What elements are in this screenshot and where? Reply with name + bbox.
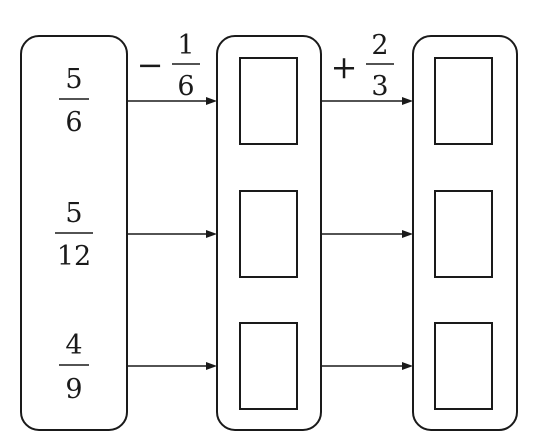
- input-fraction-3: 4 9: [59, 330, 89, 405]
- arrow-row-2-stage-2: [321, 230, 413, 238]
- input-fraction-2-numerator: 5: [65, 198, 82, 229]
- input-fraction-1-denominator: 6: [65, 107, 82, 138]
- answer-box-middle-2[interactable]: [239, 190, 298, 278]
- operation-1-numerator: 1: [177, 30, 194, 61]
- answer-box-middle-1[interactable]: [239, 57, 298, 145]
- arrow-row-1-stage-1: [127, 97, 217, 105]
- answer-box-output-2[interactable]: [434, 190, 493, 278]
- operation-1: −: [137, 46, 164, 84]
- arrow-row-2-stage-1: [127, 230, 217, 238]
- operation-1-fraction: 1 6: [172, 30, 200, 102]
- input-column: [20, 35, 128, 431]
- output-column: [412, 35, 518, 431]
- input-fraction-3-numerator: 4: [65, 330, 82, 361]
- input-fraction-1: 5 6: [59, 64, 89, 138]
- operation-2-fraction: 2 3: [366, 30, 394, 102]
- input-fraction-3-denominator: 9: [65, 374, 82, 405]
- operation-2: +: [331, 48, 358, 86]
- input-fraction-1-numerator: 5: [65, 64, 82, 95]
- answer-box-middle-3[interactable]: [239, 322, 298, 410]
- input-fraction-2: 5 12: [55, 198, 93, 272]
- operation-1-sign: −: [137, 46, 164, 84]
- arrow-row-1-stage-2: [321, 97, 413, 105]
- input-fraction-2-denominator: 12: [57, 241, 91, 272]
- arrow-row-3-stage-2: [321, 362, 413, 370]
- operation-2-numerator: 2: [371, 30, 388, 61]
- operation-2-denominator: 3: [371, 71, 388, 102]
- middle-column: [216, 35, 322, 431]
- answer-box-output-1[interactable]: [434, 57, 493, 145]
- operation-1-denominator: 6: [177, 71, 194, 102]
- operation-2-sign: +: [331, 48, 358, 86]
- answer-box-output-3[interactable]: [434, 322, 493, 410]
- arrow-row-3-stage-1: [127, 362, 217, 370]
